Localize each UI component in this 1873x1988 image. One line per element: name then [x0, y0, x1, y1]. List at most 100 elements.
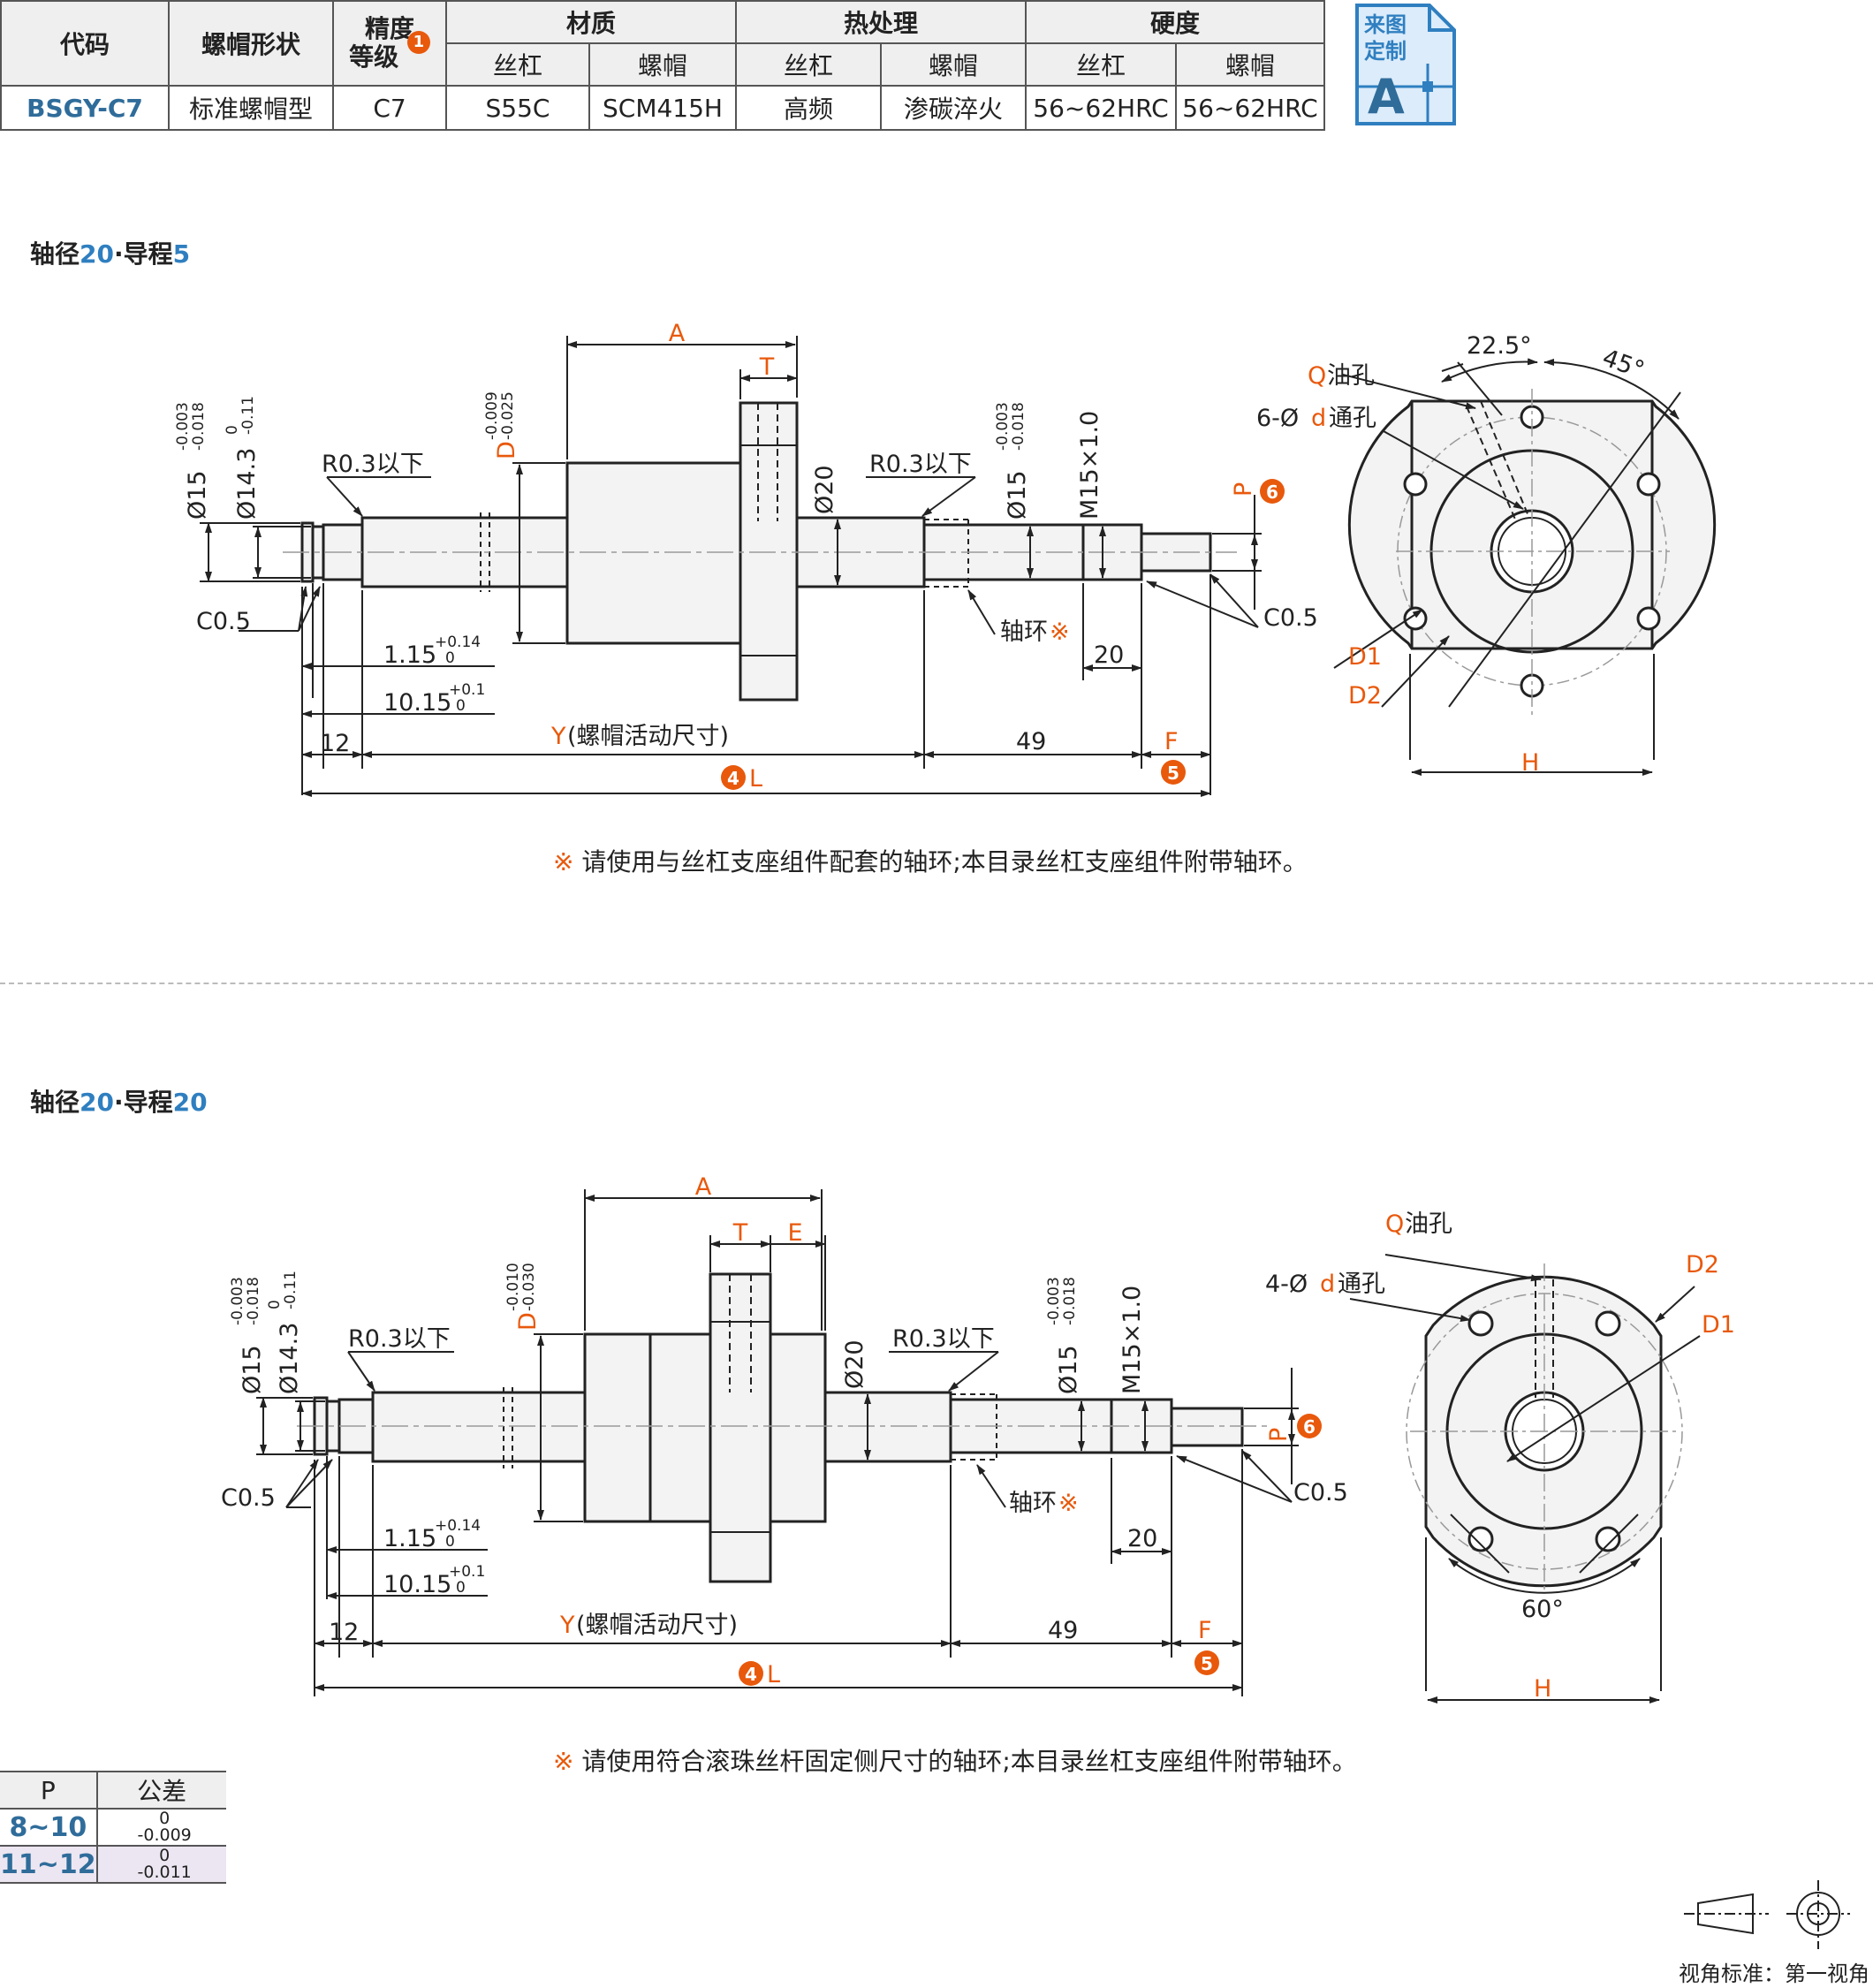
- s1-dim-1015-lower: 0: [456, 697, 466, 715]
- header-hardness-screw: 丝杠: [1025, 42, 1177, 87]
- cell-heat-nut: 渗碳淬火: [880, 85, 1027, 131]
- header-grade-line2: 等级: [349, 42, 399, 72]
- section1-nut-body: [565, 461, 742, 645]
- section2-note-text: 请使用符合滚珠丝杆固定侧尺寸的轴环;本目录丝杠支座组件附带轴环。: [581, 1747, 1357, 1776]
- s2-c05-right: C0.5: [1293, 1479, 1348, 1506]
- section2-note: ※ 请使用符合滚珠丝杆固定侧尺寸的轴环;本目录丝杠支座组件附带轴环。: [553, 1742, 1357, 1778]
- s1-badge6: 6: [1266, 482, 1278, 503]
- s2-m15: M15×1.0: [1118, 1286, 1146, 1394]
- s1-dim-12: 12: [320, 730, 350, 757]
- s2-dim-T: T: [732, 1219, 748, 1247]
- s1-dim-F: F: [1164, 728, 1179, 755]
- section1-title-c: ·导程: [113, 239, 173, 269]
- s2-dim-Y: Y: [559, 1612, 575, 1639]
- s1-badge6-circle: [1260, 479, 1285, 504]
- s1-dim-P: P: [1230, 482, 1257, 497]
- badge-line2: 定制: [1364, 39, 1407, 64]
- header-heat-screw: 丝杠: [735, 42, 882, 87]
- tol-row2-p: 11~12: [0, 1845, 97, 1884]
- s2-dim-115-upper: +0.14: [435, 1517, 481, 1535]
- s1-phi14-tol-upper: 0: [224, 425, 241, 435]
- s1-collar-mark: ※: [1050, 618, 1070, 646]
- s1-phi15r-tol-lower: -0.018: [1010, 402, 1027, 451]
- s1-D-tol-lower: -0.025: [499, 391, 517, 440]
- s1-D-tol-upper: -0.009: [483, 391, 501, 440]
- header-hardness-nut: 螺帽: [1175, 42, 1325, 87]
- s2-dim-115: 1.15: [383, 1525, 436, 1552]
- s2-phi15-right: Ø15: [1055, 1345, 1082, 1394]
- cell-material-nut: SCM415H: [588, 85, 737, 131]
- section2-lead: 20: [172, 1088, 208, 1117]
- s2-holes-suffix: 通孔: [1338, 1271, 1385, 1298]
- s2-dim-A: A: [695, 1173, 712, 1201]
- header-material-screw: 丝杠: [445, 42, 590, 87]
- s2-D-tol-upper: -0.010: [504, 1263, 522, 1311]
- s2-dim-P: P: [1265, 1428, 1293, 1442]
- tol-row1-lower: -0.009: [137, 1825, 192, 1845]
- section-separator: [0, 983, 1873, 984]
- s1-dim-1015: 10.15: [383, 689, 451, 717]
- s1-phi14-tol-lower: -0.11: [239, 396, 257, 435]
- s2-dim-E: E: [787, 1219, 802, 1247]
- s2-dim-12: 12: [329, 1619, 359, 1646]
- s1-dim-Y-desc: (螺帽活动尺寸): [567, 723, 729, 750]
- header-heat-nut: 螺帽: [880, 42, 1027, 87]
- header-material-nut: 螺帽: [588, 42, 737, 87]
- s1-phi15-tol-upper: -0.003: [174, 402, 192, 451]
- header-grade-line1: 精度: [364, 14, 414, 43]
- s2-D-tol-lower: -0.030: [520, 1263, 538, 1311]
- cell-hardness-nut: 56~62HRC: [1175, 85, 1325, 131]
- section1-drawing: A T Ø15 -0.003 -0.018 Ø14.3 0 -0.11 D -0…: [174, 320, 1717, 797]
- s1-holes-d: d: [1311, 405, 1326, 432]
- header-nut-shape: 螺帽形状: [168, 0, 334, 87]
- s1-c05-right: C0.5: [1263, 604, 1318, 632]
- s2-phi15: Ø15: [239, 1345, 266, 1394]
- table-row: 8~10 0 -0.009: [0, 1808, 226, 1847]
- s1-c05-left: C0.5: [196, 608, 251, 635]
- section1-note-mark: ※: [553, 847, 574, 876]
- s1-r03-left: R0.3以下: [322, 451, 424, 478]
- s2-dim-1015: 10.15: [383, 1571, 451, 1598]
- s1-phi15-right: Ø15: [1004, 470, 1031, 520]
- custom-drawing-badge[interactable]: 来图 定制 A: [1354, 2, 1458, 127]
- s1-angle-22-5: 22.5°: [1467, 332, 1532, 360]
- header-code: 代码: [0, 0, 170, 87]
- section2-note-mark: ※: [553, 1747, 574, 1776]
- spec-table: 代码 螺帽形状 精度 等级 1 材质 热处理 硬度 丝杠 螺帽 丝杠 螺帽 丝杠…: [0, 0, 1325, 131]
- s2-D2: D2: [1686, 1251, 1719, 1279]
- s2-dim-20: 20: [1127, 1525, 1157, 1552]
- section1-title-a: 轴径: [30, 239, 80, 269]
- badge-line1: 来图: [1364, 12, 1407, 37]
- section1-title: 轴径20·导程5: [30, 235, 190, 270]
- tol-row2-value: 0 -0.011: [95, 1845, 226, 1884]
- s1-dim-20: 20: [1094, 641, 1124, 669]
- section2-shaft-dia: 20: [80, 1088, 114, 1117]
- s1-dim-115-upper: +0.14: [435, 634, 481, 651]
- s1-dim-Y: Y: [550, 723, 566, 750]
- s2-c05-left: C0.5: [221, 1484, 276, 1512]
- s2-dim-F: F: [1198, 1617, 1212, 1644]
- cell-nut-shape: 标准螺帽型: [168, 85, 334, 131]
- header-hardness: 硬度: [1025, 0, 1325, 44]
- s1-badge4: 4: [727, 768, 739, 789]
- s2-phi15r-tol-lower: -0.018: [1061, 1277, 1079, 1325]
- section1-note: ※ 请使用与丝杠支座组件配套的轴环;本目录丝杠支座组件附带轴环。: [553, 843, 1308, 878]
- s2-dim-Y-desc: (螺帽活动尺寸): [576, 1612, 738, 1639]
- document-icon: [1355, 4, 1456, 125]
- tol-header-p: P: [0, 1771, 97, 1810]
- section1-flange-view: 22.5° 45° Q 油孔 6-Ø d 通孔 D1 D2 H: [1256, 332, 1717, 777]
- s2-oil-hole: 油孔: [1405, 1210, 1452, 1238]
- s2-dim-1015-upper: +0.1: [449, 1563, 485, 1581]
- tol-row2-upper: 0: [159, 1846, 171, 1865]
- s1-dim-H: H: [1521, 749, 1539, 777]
- s1-oil-Q: Q: [1308, 362, 1326, 390]
- s1-holes-suffix: 通孔: [1329, 405, 1376, 432]
- s2-dim-49: 49: [1048, 1617, 1078, 1644]
- s2-badge5-circle: [1194, 1650, 1219, 1675]
- s2-phi14-tol-lower: -0.11: [282, 1271, 300, 1309]
- s1-badge4-circle: [721, 765, 746, 790]
- s2-collar-mark: ※: [1058, 1490, 1079, 1517]
- s1-badge5-circle: [1161, 760, 1186, 785]
- s1-phi15: Ø15: [184, 470, 211, 520]
- tol-header-tolerance: 公差: [95, 1771, 226, 1810]
